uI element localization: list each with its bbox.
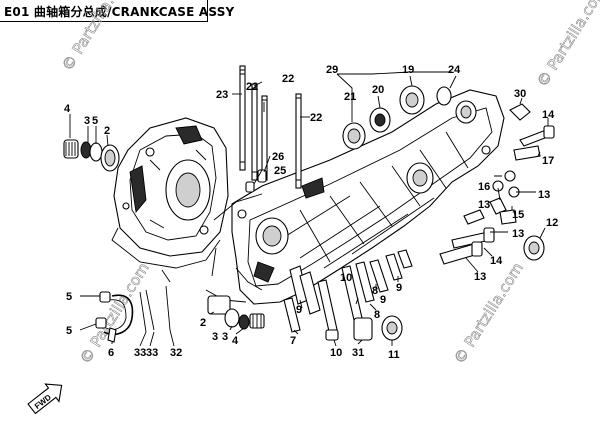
callout-10: 10 [330, 347, 342, 359]
callout-6: 6 [108, 347, 114, 359]
bearings-upper [342, 85, 452, 150]
callout-3: 3 [84, 115, 90, 127]
callout-15: 15 [512, 209, 524, 221]
left-crankcase-half [111, 117, 229, 269]
callout-16: 16 [478, 181, 490, 193]
callout-5: 5 [66, 291, 72, 303]
callout-13: 13 [478, 199, 490, 211]
callout-11: 11 [388, 349, 400, 361]
callout-8: 8 [374, 309, 380, 321]
callout-14: 14 [542, 109, 555, 121]
lower-seal-stack [207, 295, 265, 330]
callout-24: 24 [448, 64, 461, 76]
callout-33: 33 [146, 347, 158, 359]
callout-23: 23 [216, 89, 228, 101]
diagram-title: E01 曲轴箱分总成/CRANKCASE ASSY [4, 5, 235, 19]
callout-9: 9 [380, 294, 386, 306]
callout-13: 13 [538, 189, 550, 201]
callout-4: 4 [232, 335, 239, 347]
callout-2: 2 [104, 125, 110, 137]
callout-33: 33 [134, 347, 146, 359]
callout-5: 5 [92, 115, 98, 127]
callout-13: 13 [512, 228, 524, 240]
callout-22: 22 [282, 73, 294, 85]
callout-3: 3 [222, 331, 228, 343]
callout-22: 22 [310, 112, 322, 124]
callout-9: 9 [296, 304, 302, 316]
callout-22: 22 [246, 81, 258, 93]
clip-30 [509, 103, 531, 121]
callout-9: 9 [396, 282, 402, 294]
callout-31: 31 [352, 347, 364, 359]
callout-7: 7 [290, 335, 296, 347]
callout-8: 8 [372, 285, 378, 297]
cylinder-studs [239, 65, 302, 189]
fwd-arrow: FWD [27, 383, 63, 415]
watermark-bottom-right: © Partzilla.com [450, 259, 527, 367]
callout-17: 17 [542, 155, 554, 167]
callout-13: 13 [474, 271, 486, 283]
leader-lines [69, 71, 549, 347]
callout-25: 25 [274, 165, 286, 177]
callout-4: 4 [64, 103, 71, 115]
callout-29: 29 [326, 64, 338, 76]
breather-tube-assembly [95, 269, 171, 343]
callout-32: 32 [170, 347, 182, 359]
callout-26: 26 [272, 151, 284, 163]
watermark-text: © Partzilla.com [533, 0, 605, 90]
watermark-text: © Partzilla.com [58, 0, 135, 74]
left-seal-stack [63, 139, 120, 172]
watermark-text: © Partzilla.com [450, 259, 527, 367]
diagram-title-box: E01 曲轴箱分总成/CRANKCASE ASSY [0, 0, 234, 22]
callout-30: 30 [514, 88, 526, 100]
callout-19: 19 [402, 64, 414, 76]
callout-10: 10 [340, 272, 352, 284]
watermark-top-left: © Partzilla.com [58, 0, 135, 74]
callout-2: 2 [200, 317, 206, 329]
callout-12: 12 [546, 217, 558, 229]
callout-3: 3 [212, 331, 218, 343]
callout-14: 14 [490, 255, 503, 267]
lower-bolts [283, 249, 413, 341]
right-crankcase-half [231, 89, 505, 305]
washer-12 [523, 235, 545, 261]
callout-21: 21 [344, 91, 356, 103]
callout-5: 5 [66, 325, 72, 337]
callout-20: 20 [372, 84, 384, 96]
watermark-top-right: © Partzilla.com [533, 0, 605, 90]
callout-labels: 4 3 5 2 23 22 22 22 26 25 29 21 20 19 24… [64, 64, 558, 361]
